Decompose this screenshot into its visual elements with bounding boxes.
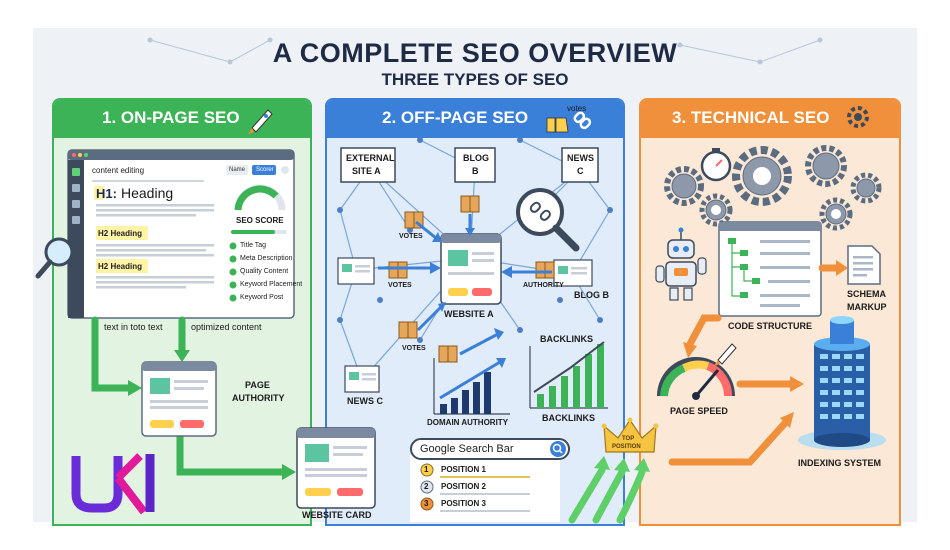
ranking-up-arrows	[568, 466, 646, 524]
position-2-num: 2	[424, 482, 429, 491]
h2-heading-1: H2 Heading	[98, 229, 143, 238]
gear-icon	[847, 106, 869, 128]
speed-rocket-icon	[714, 343, 737, 366]
technical-title: 3. TECHNICAL SEO	[672, 108, 830, 127]
h1-heading: Heading	[121, 185, 174, 201]
search-placeholder: Google Search Bar	[420, 443, 514, 455]
code-structure-label: CODE STRUCTURE	[728, 321, 813, 331]
blog-b-top-line2: B	[472, 166, 479, 176]
indexing-system-label: INDEXING SYSTEM	[798, 458, 882, 468]
website-a-card	[440, 233, 502, 305]
google-search-bar[interactable]: Google Search Bar	[410, 438, 570, 460]
stopwatch-icon	[700, 148, 732, 182]
page-speed-gauge	[657, 357, 735, 400]
backlinks-chart	[529, 341, 608, 409]
position-2-label[interactable]: POSITION 2	[441, 482, 486, 491]
h2-heading-2: H2 Heading	[98, 262, 143, 271]
crown-line1: TOP	[622, 436, 635, 442]
flow-arrows-orange	[668, 264, 840, 466]
magnifier-icon	[35, 237, 74, 279]
external-site-line1: EXTERNAL	[346, 153, 395, 163]
indexing-tower	[798, 316, 886, 450]
website-a-label: WEBSITE A	[444, 309, 494, 319]
domain-authority-label: DOMAIN AUTHORITY	[427, 418, 509, 427]
backlinks-top-label: BACKLINKS	[540, 334, 593, 344]
position-3-num: 3	[424, 499, 429, 508]
page-subtitle: THREE TYPES OF SEO	[381, 70, 569, 89]
page-authority-line1: PAGE	[245, 380, 270, 390]
votes-label-2: VOTES	[388, 282, 412, 289]
votes-badge: votes	[567, 104, 587, 113]
check-meta-description: Meta Description	[240, 255, 293, 262]
domain-authority-chart	[433, 358, 510, 415]
votes-label-3: VOTES	[402, 345, 426, 352]
external-site-line2: SITE A	[352, 166, 381, 176]
crown-line2: POSITION	[612, 444, 641, 450]
h1-prefix: H1:	[96, 186, 117, 201]
gear-cluster	[664, 145, 882, 231]
check-keyword-placement: Keyword Placement	[240, 281, 303, 288]
page-title: A COMPLETE SEO OVERVIEW	[272, 38, 678, 68]
backlinks-bottom-label: BACKLINKS	[542, 413, 595, 423]
check-title-tag: Title Tag	[240, 242, 267, 249]
website-card	[296, 427, 376, 509]
rocket-icon	[248, 109, 273, 134]
blog-b-top-line1: BLOG	[463, 153, 489, 163]
authority-label: AUTHORITY	[523, 282, 564, 289]
crown-icon	[601, 417, 659, 453]
editor-tab-scorer[interactable]: Scorer	[256, 167, 274, 173]
check-keyword-post: Keyword Post	[240, 294, 284, 301]
thumbs-up-icon	[546, 117, 569, 133]
position-3-label[interactable]: POSITION 3	[441, 499, 486, 508]
position-1-num: 1	[424, 465, 429, 474]
votes-label-1: VOTES	[399, 233, 423, 240]
news-c-top-line1: NEWS	[567, 153, 594, 163]
robot-icon	[655, 227, 707, 301]
off-page-title: 2. OFF-PAGE SEO	[382, 108, 529, 127]
editor-tab-name[interactable]: Name	[229, 167, 246, 173]
editor-window-title: content editing	[92, 166, 145, 175]
news-c-bottom: NEWS C	[347, 396, 383, 406]
website-card-label: WEBSITE CARD	[302, 510, 372, 520]
link-arrows-blue	[378, 214, 552, 356]
page-authority-card	[141, 361, 217, 437]
check-quality-content: Quality Content	[240, 268, 289, 275]
flow-arrows-green	[91, 316, 286, 476]
uki-logo-mark	[71, 453, 155, 515]
news-c-top-line2: C	[577, 166, 584, 176]
search-icon[interactable]	[550, 441, 566, 457]
schema-line1: SCHEMA	[847, 289, 887, 299]
page-speed-label: PAGE SPEED	[670, 406, 728, 416]
chain-link-icon	[573, 111, 592, 130]
schema-line2: MARKUP	[847, 302, 887, 312]
position-markers	[420, 463, 530, 512]
seo-score-label: SEO SCORE	[236, 216, 284, 225]
code-structure-window	[718, 221, 822, 317]
caption-left: text in toto text	[104, 322, 163, 332]
on-page-title: 1. ON-PAGE SEO	[102, 108, 240, 127]
backlink-magnifier-icon	[516, 188, 580, 252]
caption-right: optimized content	[191, 322, 262, 332]
blog-b-right: BLOG B	[574, 290, 609, 300]
position-1-label[interactable]: POSITION 1	[441, 465, 486, 474]
content-editor-window	[67, 149, 295, 319]
schema-document-icon	[847, 245, 881, 285]
source-boxes	[340, 147, 599, 183]
page-authority-line2: AUTHORITY	[232, 393, 285, 403]
